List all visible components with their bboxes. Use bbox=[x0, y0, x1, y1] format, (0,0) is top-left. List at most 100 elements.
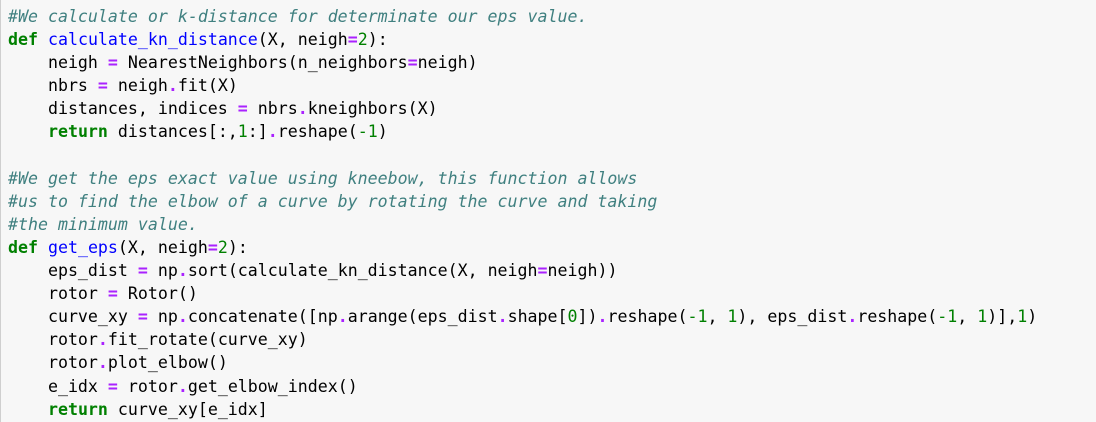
code-token: 1 bbox=[727, 307, 738, 327]
code-line: def get_eps(X, neigh=2): bbox=[8, 236, 1037, 259]
code-token: fit_rotate(curve_xy) bbox=[107, 330, 308, 350]
code-token: -1 bbox=[937, 307, 958, 327]
code-token: neigh bbox=[8, 53, 108, 73]
code-line: neigh = NearestNeighbors(n_neighbors=nei… bbox=[8, 51, 1037, 74]
code-line: rotor.plot_elbow() bbox=[8, 351, 1037, 374]
code-line: #us to find the elbow of a curve by rota… bbox=[8, 190, 1037, 213]
code-token: concatenate([np bbox=[187, 307, 338, 327]
code-token: get_elbow_index() bbox=[187, 376, 358, 396]
code-token: . bbox=[267, 122, 278, 142]
code-token: 2 bbox=[217, 237, 228, 257]
code-line: def calculate_kn_distance(X, neigh=2): bbox=[8, 28, 1037, 51]
code-token: rotor bbox=[8, 284, 108, 304]
code-token: 0 bbox=[567, 307, 578, 327]
code-token: = bbox=[237, 99, 248, 119]
code-token: )], bbox=[987, 307, 1018, 327]
code-token: . bbox=[97, 330, 108, 350]
code-token: = bbox=[97, 76, 108, 96]
code-line: #We get the eps exact value using kneebo… bbox=[8, 167, 1037, 190]
code-token: -1 bbox=[357, 122, 378, 142]
code-token: neigh)) bbox=[547, 261, 618, 281]
code-line: rotor.fit_rotate(curve_xy) bbox=[8, 328, 1037, 351]
code-token: calculate_kn_distance bbox=[47, 30, 258, 50]
code-token: #the minimum value. bbox=[8, 214, 198, 234]
code-token: reshape( bbox=[277, 122, 358, 142]
code-token: ), eps_dist bbox=[737, 307, 848, 327]
code-token: . bbox=[597, 307, 608, 327]
code-token: distances[:, bbox=[107, 122, 238, 142]
code-token: rotor bbox=[8, 353, 98, 373]
code-token: reshape( bbox=[857, 307, 938, 327]
code-token: distances, indices bbox=[8, 99, 238, 119]
code-token: ) bbox=[1027, 307, 1038, 327]
code-token: . bbox=[97, 353, 108, 373]
code-token: np bbox=[147, 307, 178, 327]
code-token bbox=[38, 238, 48, 257]
code-token: eps_dist bbox=[8, 261, 138, 281]
code-line: #the minimum value. bbox=[8, 213, 1037, 236]
code-token: ): bbox=[367, 30, 388, 50]
code-line: curve_xy = np.concatenate([np.arange(eps… bbox=[8, 305, 1037, 328]
code-token: ]) bbox=[577, 307, 598, 327]
code-token: rotor bbox=[117, 376, 178, 396]
code-token: arange(eps_dist bbox=[347, 307, 498, 327]
code-token: shape[ bbox=[507, 307, 568, 327]
code-token: = bbox=[107, 284, 118, 304]
code-token: neigh) bbox=[417, 53, 478, 73]
code-line: distances, indices = nbrs.kneighbors(X) bbox=[8, 97, 1037, 120]
code-line bbox=[8, 144, 1037, 167]
code-token bbox=[8, 400, 48, 419]
code-token: Rotor() bbox=[117, 284, 198, 304]
code-token: neigh bbox=[107, 76, 168, 96]
code-token: . bbox=[497, 307, 508, 327]
code-token: , bbox=[957, 307, 978, 327]
code-token: 1 bbox=[237, 122, 248, 142]
code-token: = bbox=[137, 307, 148, 327]
code-token: reshape( bbox=[607, 307, 688, 327]
code-token: . bbox=[337, 307, 348, 327]
code-line: #We calculate or k-distance for determin… bbox=[8, 5, 1037, 28]
code-line: rotor = Rotor() bbox=[8, 282, 1037, 305]
code-token: nbrs bbox=[8, 76, 98, 96]
code-line: nbrs = neigh.fit(X) bbox=[8, 74, 1037, 97]
code-token: #We calculate or k-distance for determin… bbox=[8, 7, 588, 26]
code-token: def bbox=[8, 237, 38, 257]
code-token: np bbox=[147, 261, 178, 281]
code-token: curve_xy[e_idx] bbox=[107, 399, 268, 419]
code-token: :] bbox=[247, 122, 268, 142]
code-token: . bbox=[177, 307, 188, 327]
code-token: return bbox=[47, 122, 108, 142]
code-token: = bbox=[107, 376, 118, 396]
code-token: = bbox=[347, 30, 358, 50]
code-token: , bbox=[707, 307, 728, 327]
code-token: plot_elbow() bbox=[107, 353, 228, 373]
code-line: e_idx = rotor.get_elbow_index() bbox=[8, 375, 1037, 398]
code-token: nbrs bbox=[247, 99, 298, 119]
code-line: return curve_xy[e_idx] bbox=[8, 398, 1037, 421]
code-token: = bbox=[407, 53, 418, 73]
code-token: return bbox=[47, 399, 108, 419]
code-token: get_eps bbox=[47, 237, 118, 257]
code-token: ): bbox=[227, 237, 248, 257]
code-editor[interactable]: #We calculate or k-distance for determin… bbox=[8, 5, 1037, 421]
code-token: kneighbors(X) bbox=[307, 99, 438, 119]
code-token: . bbox=[847, 307, 858, 327]
code-token: rotor bbox=[8, 330, 98, 350]
code-token bbox=[38, 30, 48, 49]
code-token: = bbox=[107, 53, 118, 73]
code-token: NearestNeighbors(n_neighbors bbox=[117, 53, 408, 73]
code-token: def bbox=[8, 30, 38, 50]
code-token: . bbox=[177, 261, 188, 281]
code-token bbox=[8, 122, 48, 141]
code-line: eps_dist = np.sort(calculate_kn_distance… bbox=[8, 259, 1037, 282]
code-line: return distances[:,1:].reshape(-1) bbox=[8, 120, 1037, 143]
code-token: (X, neigh bbox=[257, 30, 348, 50]
code-token: 1 bbox=[977, 307, 988, 327]
code-token: curve_xy bbox=[8, 307, 138, 327]
code-token: 2 bbox=[357, 30, 368, 50]
code-token: 1 bbox=[1017, 307, 1028, 327]
code-token: . bbox=[177, 376, 188, 396]
code-token: e_idx bbox=[8, 376, 108, 396]
code-token: (X, neigh bbox=[117, 237, 208, 257]
